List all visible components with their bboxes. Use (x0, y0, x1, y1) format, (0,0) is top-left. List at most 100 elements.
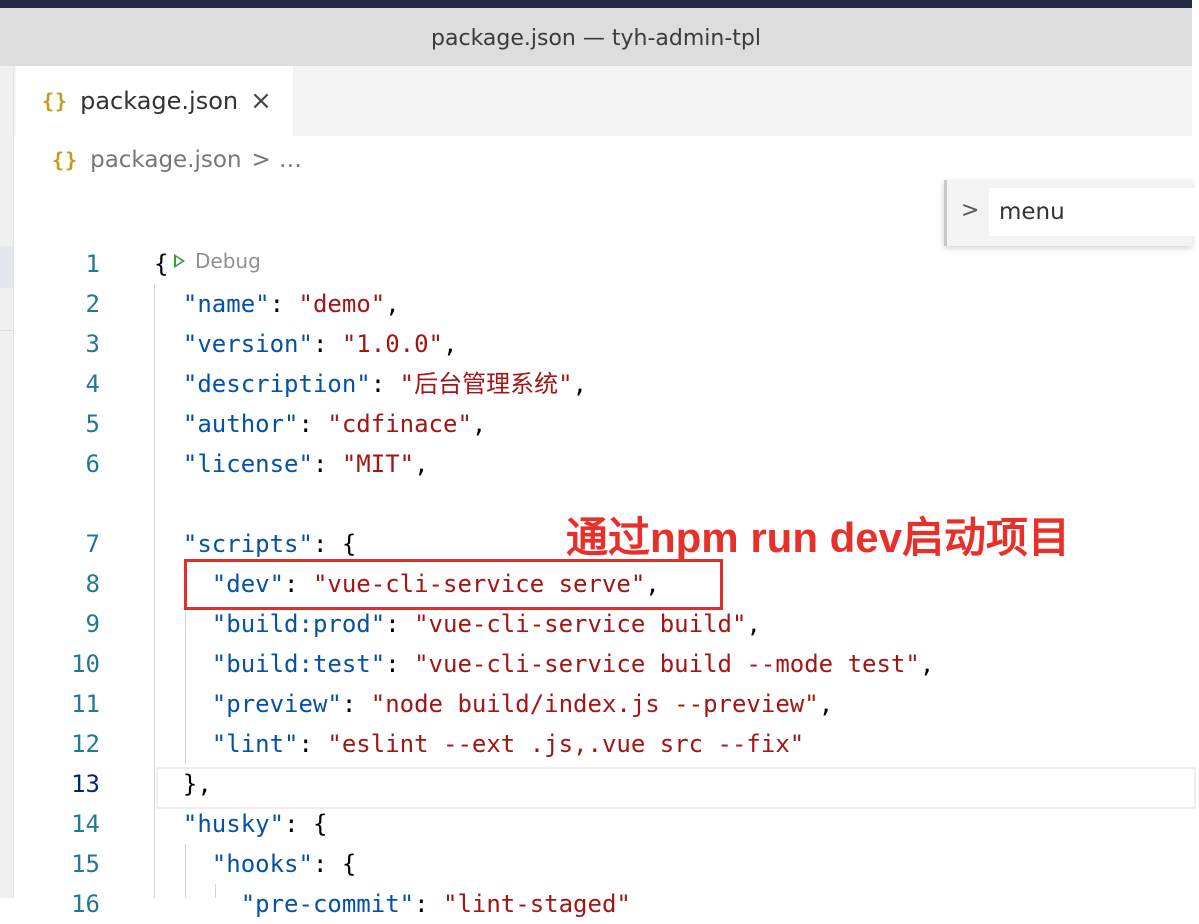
json-punctuation: : (312, 450, 342, 478)
chevron-right-icon[interactable]: > (961, 198, 980, 223)
activity-strip-divider (0, 330, 14, 331)
code-line: 8 "dev": "vue-cli-service serve", (14, 564, 1192, 604)
json-punctuation: : (414, 890, 443, 918)
json-string: "cdfinace" (327, 410, 472, 438)
code-text: "scripts": { (154, 524, 356, 564)
tab-label: package.json (80, 87, 239, 115)
json-key: "lint" (211, 730, 299, 758)
code-text: { (154, 244, 168, 284)
code-text: "version": "1.0.0", (154, 324, 458, 364)
json-file-icon: {} (42, 89, 69, 113)
code-text: "build:prod": "vue-cli-service build", (154, 604, 761, 644)
play-icon (174, 254, 185, 268)
json-punctuation: , (645, 570, 660, 598)
json-punctuation: , (746, 610, 761, 638)
breadcrumb-file[interactable]: package.json (90, 147, 242, 173)
json-punctuation: : (298, 730, 328, 758)
codelens-label: Debug (195, 249, 261, 273)
json-string: "vue-cli-service build" (414, 610, 747, 638)
json-key: "preview" (211, 690, 342, 718)
window-titlebar: package.json — tyh-admin-tpl (0, 8, 1192, 66)
json-key: "hooks" (211, 850, 313, 878)
code-indent (154, 770, 183, 798)
code-text: "name": "demo", (154, 284, 400, 324)
code-indent (154, 530, 183, 558)
code-text: "build:test": "vue-cli-service build --m… (154, 644, 934, 684)
json-file-icon: {} (52, 148, 79, 172)
annotation-highlight-box (184, 559, 723, 610)
desktop-strip (0, 0, 1192, 8)
line-number: 13 (71, 770, 100, 798)
code-indent (154, 290, 183, 318)
codelens-debug[interactable]: Debug (174, 244, 261, 278)
close-icon[interactable]: × (250, 86, 272, 116)
json-punctuation: : (385, 610, 415, 638)
tab-package-json[interactable]: {} package.json × (16, 66, 293, 136)
code-indent (154, 370, 183, 398)
line-number: 12 (71, 730, 100, 758)
find-widget: > (944, 180, 1199, 246)
json-punctuation: : (385, 650, 415, 678)
json-punctuation: : (284, 570, 313, 598)
code-editor[interactable]: 1{2 "name": "demo",3 "version": "1.0.0",… (14, 244, 1196, 918)
json-string: "vue-cli-service serve" (312, 570, 646, 598)
breadcrumb: {} package.json > … (52, 142, 302, 178)
find-input[interactable] (989, 188, 1199, 236)
json-string: "lint-staged" (443, 890, 631, 918)
activity-strip (0, 66, 14, 898)
json-punctuation: : { (284, 810, 328, 838)
line-number: 16 (71, 890, 100, 918)
json-key: "description" (182, 370, 371, 398)
code-line: 16 "pre-commit": "lint-staged" (14, 884, 1192, 924)
code-text: "dev": "vue-cli-service serve", (154, 564, 660, 604)
json-punctuation: : (269, 290, 299, 318)
window-title: package.json — tyh-admin-tpl (431, 26, 761, 51)
json-punctuation: : (312, 330, 342, 358)
code-text: "husky": { (154, 804, 328, 844)
code-text: }, (154, 764, 212, 804)
json-punctuation: }, (182, 770, 212, 798)
json-key: "license" (182, 450, 313, 478)
json-punctuation: , (818, 690, 834, 718)
code-line: 15 "hooks": { (14, 844, 1192, 884)
code-indent (154, 410, 183, 438)
line-number: 14 (71, 810, 100, 838)
json-punctuation: , (471, 410, 487, 438)
json-key: "author" (182, 410, 299, 438)
json-key: "pre-commit" (240, 890, 415, 918)
json-punctuation: , (414, 450, 429, 478)
json-punctuation: , (572, 370, 588, 398)
json-punctuation: : (298, 410, 328, 438)
breadcrumb-more[interactable]: … (278, 147, 302, 173)
code-line: 4 "description": "后台管理系统", (14, 364, 1192, 404)
json-punctuation: : (341, 690, 371, 718)
code-text: "hooks": { (154, 844, 357, 884)
code-text: "author": "cdfinace", (154, 404, 486, 444)
code-line: 12 "lint": "eslint --ext .js,.vue src --… (14, 724, 1192, 764)
current-line-highlight (156, 767, 1196, 809)
indent-guide (185, 564, 186, 764)
line-number: 3 (85, 330, 100, 358)
code-indent (154, 450, 183, 478)
json-string: "vue-cli-service build --mode test" (414, 650, 920, 678)
json-punctuation: { (154, 250, 169, 278)
code-indent (154, 810, 183, 838)
json-string: "eslint --ext .js,.vue src --fix" (327, 730, 805, 758)
line-number: 10 (71, 650, 100, 678)
json-key: "name" (182, 290, 270, 318)
line-number: 6 (85, 450, 100, 478)
code-indent (154, 890, 241, 918)
json-string: "demo" (298, 290, 386, 318)
indent-guide (154, 284, 155, 898)
code-line: 3 "version": "1.0.0", (14, 324, 1192, 364)
json-key: "build:test" (211, 650, 386, 678)
annotation-text: 通过npm run dev启动项目 (566, 514, 1071, 561)
indent-guide (185, 844, 186, 898)
line-number: 4 (85, 370, 100, 398)
json-punctuation: , (443, 330, 458, 358)
code-text: "lint": "eslint --ext .js,.vue src --fix… (154, 724, 804, 764)
code-line: 6 "license": "MIT", (14, 444, 1192, 484)
json-key: "scripts" (182, 530, 313, 558)
line-number: 8 (85, 570, 100, 598)
json-key: "dev" (211, 570, 285, 598)
